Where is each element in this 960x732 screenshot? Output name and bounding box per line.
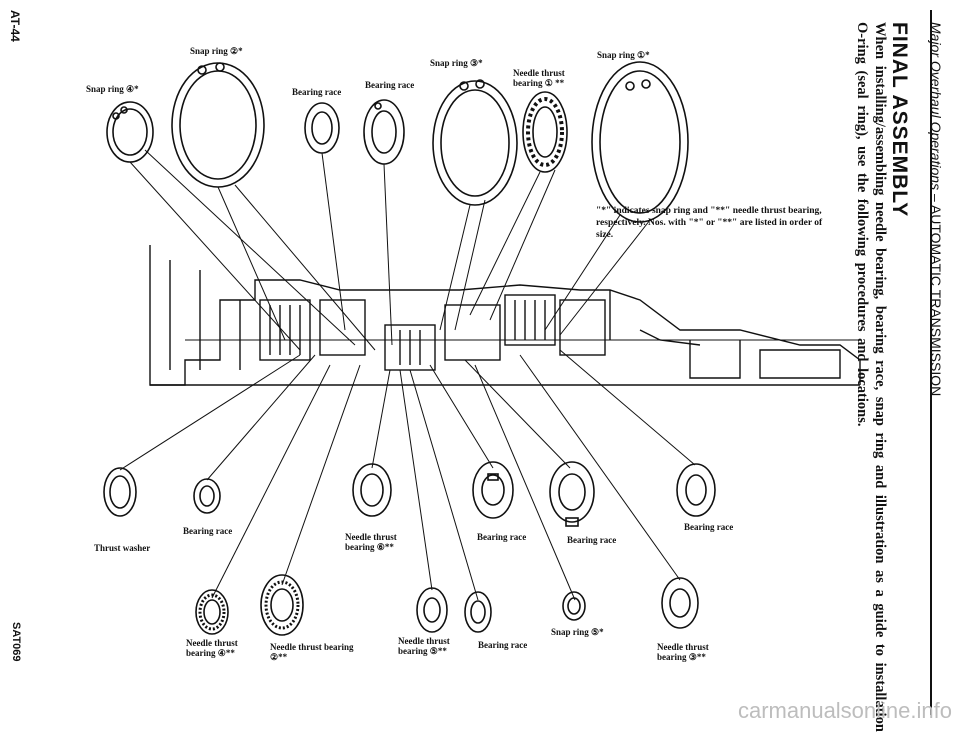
label-bearing-race-low4: Bearing race: [684, 522, 734, 532]
label-bearing-race-low2: Bearing race: [477, 532, 527, 542]
label-needle-thrust-3: Needle thrust bearing ③**: [657, 642, 709, 662]
thrust-washer-part: [103, 467, 137, 517]
label-needle-thrust-2: Needle thrust bearing ②**: [270, 642, 354, 662]
bearing-race-top1-part: [304, 102, 340, 154]
bearing-race-low2-part: [472, 461, 514, 519]
label-bearing-race-low5: Bearing race: [478, 640, 528, 650]
bearing-race-low3-part: [549, 461, 595, 527]
label-needle-thrust-4: Needle thrust bearing ④**: [186, 638, 238, 658]
bearing-race-top2-part: [363, 99, 405, 165]
watermark: carmanualsonline.info: [737, 698, 952, 723]
transmission-section: [149, 245, 861, 386]
label-bearing-race-low3: Bearing race: [567, 535, 617, 545]
bearing-race-low4-part: [676, 463, 716, 517]
needle-thrust-6-part: [352, 463, 392, 517]
needle-thrust-4-part: [195, 589, 229, 635]
bearing-race-low5-part: [464, 591, 492, 633]
label-needle-thrust-5: Needle thrust bearing ⑤**: [398, 636, 450, 656]
label-snap-ring-5: Snap ring ⑤*: [551, 627, 604, 637]
needle-thrust-1-part: [522, 91, 568, 173]
label-needle-thrust-6: Needle thrust bearing ⑥**: [345, 532, 397, 552]
label-snap-ring-3: Snap ring ③*: [430, 58, 483, 68]
needle-thrust-5-part: [416, 587, 448, 633]
header-rule: [930, 10, 932, 715]
note-text: "*" indicates snap ring and "**" needle …: [596, 206, 823, 240]
needle-thrust-2-part: [260, 574, 304, 636]
label-snap-ring-1: Snap ring ①*: [597, 50, 650, 60]
label-snap-ring-2: Snap ring ②*: [190, 46, 243, 56]
label-needle-thrust-1: Needle thrust bearing ① **: [513, 68, 565, 88]
label-snap-ring-4: Snap ring ④*: [86, 84, 139, 94]
bearing-race-low1-part: [193, 478, 221, 514]
snap-ring-1-part: [591, 61, 689, 223]
needle-thrust-3-part: [661, 577, 699, 629]
label-bearing-race-top2: Bearing race: [365, 80, 415, 90]
snap-ring-2-part: [171, 62, 265, 188]
label-bearing-race-top1: Bearing race: [292, 87, 342, 97]
snap-ring-5-part: [562, 591, 586, 621]
snap-ring-3-part: [432, 79, 518, 206]
snap-ring-4-part: [106, 101, 154, 163]
label-thrust-washer: Thrust washer: [94, 543, 151, 553]
label-bearing-race-low1: Bearing race: [183, 526, 233, 536]
